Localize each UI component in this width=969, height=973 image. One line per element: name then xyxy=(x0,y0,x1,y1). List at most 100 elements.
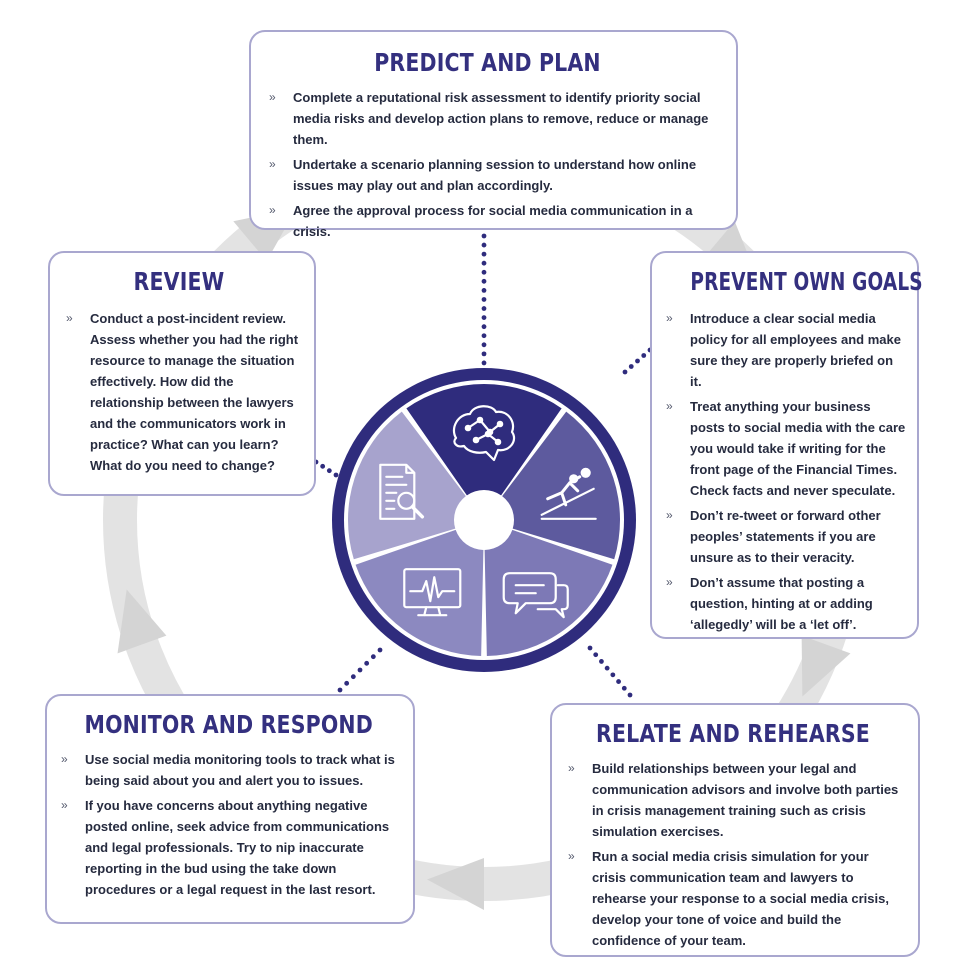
bullet-chevron-icon: » xyxy=(568,849,575,863)
bullet-chevron-icon: » xyxy=(666,508,673,522)
connector-dot xyxy=(320,463,326,469)
prevent-own-goals-title: PREVENT OWN GOALS xyxy=(690,267,923,296)
bullet-text: Conduct a post-incident review. Assess w… xyxy=(90,311,299,473)
bullet-item: » Don’t re-tweet or forward other peoples… xyxy=(658,505,907,568)
wheel-segment-prevent xyxy=(502,411,620,560)
connector-dot xyxy=(616,679,621,684)
bullet-item: » If you have concerns about anything neg… xyxy=(53,795,403,900)
speech-bubbles-icon xyxy=(502,572,569,619)
review-title: REVIEW xyxy=(133,267,225,296)
connector-dot xyxy=(350,674,356,680)
connector-dot xyxy=(377,647,383,653)
connector-dot xyxy=(481,351,487,357)
bullet-chevron-icon: » xyxy=(269,203,276,217)
bullet-item: » Don’t assume that posting a question, h… xyxy=(658,572,907,635)
connector-dot xyxy=(481,342,487,348)
bullet-item: » Conduct a post-incident review. Assess … xyxy=(58,308,300,476)
connector-dot xyxy=(635,358,640,364)
connector-dot xyxy=(481,242,487,248)
bullet-chevron-icon: » xyxy=(568,761,575,775)
wheel-segment-monitor xyxy=(355,529,484,656)
connector-dot xyxy=(364,660,370,666)
bullet-item: » Undertake a scenario planning session t… xyxy=(261,154,714,196)
connector-dot xyxy=(326,468,332,474)
bullet-chevron-icon: » xyxy=(66,311,73,325)
predict-and-plan-list: » Complete a reputational risk assessment… xyxy=(261,87,714,242)
cycle-arrow-icon xyxy=(117,589,167,654)
cycle-arrow-icon xyxy=(801,635,851,697)
bullet-text: Agree the approval process for social me… xyxy=(293,203,693,239)
connector-dot xyxy=(344,680,350,686)
connector-dot xyxy=(370,654,376,660)
connector-dot xyxy=(481,315,487,320)
bullet-text: Introduce a clear social media policy fo… xyxy=(690,311,901,389)
prevent-own-goals-list: » Introduce a clear social media policy f… xyxy=(658,308,907,635)
bullet-text: Don’t re-tweet or forward other peoples’… xyxy=(690,508,881,565)
monitor-and-respond-list: » Use social media monitoring tools to tr… xyxy=(53,749,403,900)
own-goal-icon xyxy=(540,467,597,520)
connector-dot xyxy=(481,269,487,275)
bullet-item: » Use social media monitoring tools to tr… xyxy=(53,749,403,791)
connector-dot xyxy=(481,251,487,257)
bullet-chevron-icon: » xyxy=(61,798,68,812)
bullet-text: Undertake a scenario planning session to… xyxy=(293,157,697,193)
connector-dot xyxy=(481,288,487,293)
connector-dot xyxy=(621,685,627,691)
connector-dot xyxy=(627,692,633,698)
cycle-arrow-icon xyxy=(427,858,484,910)
bullet-text: Build relationships between your legal a… xyxy=(592,761,899,839)
connector-dot xyxy=(481,278,487,284)
wheel-center-hub xyxy=(456,492,512,548)
review-box: REVIEW » Conduct a post-incident review. … xyxy=(48,251,316,496)
bullet-text: Treat anything your business posts to so… xyxy=(690,399,906,498)
bullet-text: Use social media monitoring tools to tra… xyxy=(85,752,395,788)
connector-dot xyxy=(481,297,487,302)
bullet-text: If you have concerns about anything nega… xyxy=(85,798,390,897)
connector-dot xyxy=(481,260,487,266)
connector-dot xyxy=(604,665,610,671)
connector-dot xyxy=(333,472,339,478)
connector-dot xyxy=(641,353,647,358)
connector-dot xyxy=(481,324,487,330)
connector-dot xyxy=(622,369,628,375)
bullet-item: » Treat anything your business posts to s… xyxy=(658,396,907,501)
bullet-text: Run a social media crisis simulation for… xyxy=(592,849,889,948)
connector-dot xyxy=(593,652,599,658)
monitor-and-respond-box: MONITOR AND RESPOND »Use social media mo… xyxy=(45,694,415,924)
bullet-text: Don’t assume that posting a question, hi… xyxy=(690,575,873,632)
connector-dot xyxy=(587,645,593,651)
bullet-chevron-icon: » xyxy=(269,90,276,104)
connector-dot xyxy=(610,672,616,678)
relate-and-rehearse-box: RELATE AND REHEARSE » Build relationships… xyxy=(550,703,920,957)
bullet-item: » Complete a reputational risk assessment… xyxy=(261,87,714,150)
document-search-icon xyxy=(379,463,425,520)
bullet-item: » Run a social media crisis simulation fo… xyxy=(560,846,906,951)
bullet-chevron-icon: » xyxy=(666,399,673,413)
wheel-segment-predict xyxy=(406,384,562,496)
bullet-chevron-icon: » xyxy=(269,157,276,171)
wheel-segment-relate xyxy=(484,529,613,656)
bullet-item: » Introduce a clear social media policy f… xyxy=(658,308,907,392)
predict-and-plan-box: PREDICT AND PLAN » Complete a reputationa… xyxy=(249,30,738,239)
bullet-text: Complete a reputational risk assessment … xyxy=(293,90,709,147)
bullet-chevron-icon: » xyxy=(666,575,673,589)
center-wheel xyxy=(332,368,636,672)
relate-and-rehearse-list: » Build relationships between your legal … xyxy=(560,758,906,951)
connector-dot xyxy=(628,364,634,369)
bullet-chevron-icon: » xyxy=(666,311,673,325)
predict-and-plan-title: PREDICT AND PLAN xyxy=(374,48,601,77)
connector-dot xyxy=(481,333,487,339)
relate-and-rehearse-title: RELATE AND REHEARSE xyxy=(596,719,870,748)
brain-icon xyxy=(452,405,516,462)
connector-dot xyxy=(481,233,487,239)
connector-dot xyxy=(481,360,487,366)
bullet-item: » Agree the approval process for social m… xyxy=(261,200,714,242)
heartbeat-monitor-icon xyxy=(403,568,462,617)
connector-dot xyxy=(481,306,487,311)
connector-dot xyxy=(599,659,604,664)
connector-dot xyxy=(337,687,343,693)
bullet-chevron-icon: » xyxy=(61,752,68,766)
prevent-own-goals-box: PREVENT OWN GOALS » Introduce a clear soc… xyxy=(650,251,923,639)
connector-dot xyxy=(357,667,363,673)
review-list: » Conduct a post-incident review. Assess … xyxy=(58,308,300,476)
